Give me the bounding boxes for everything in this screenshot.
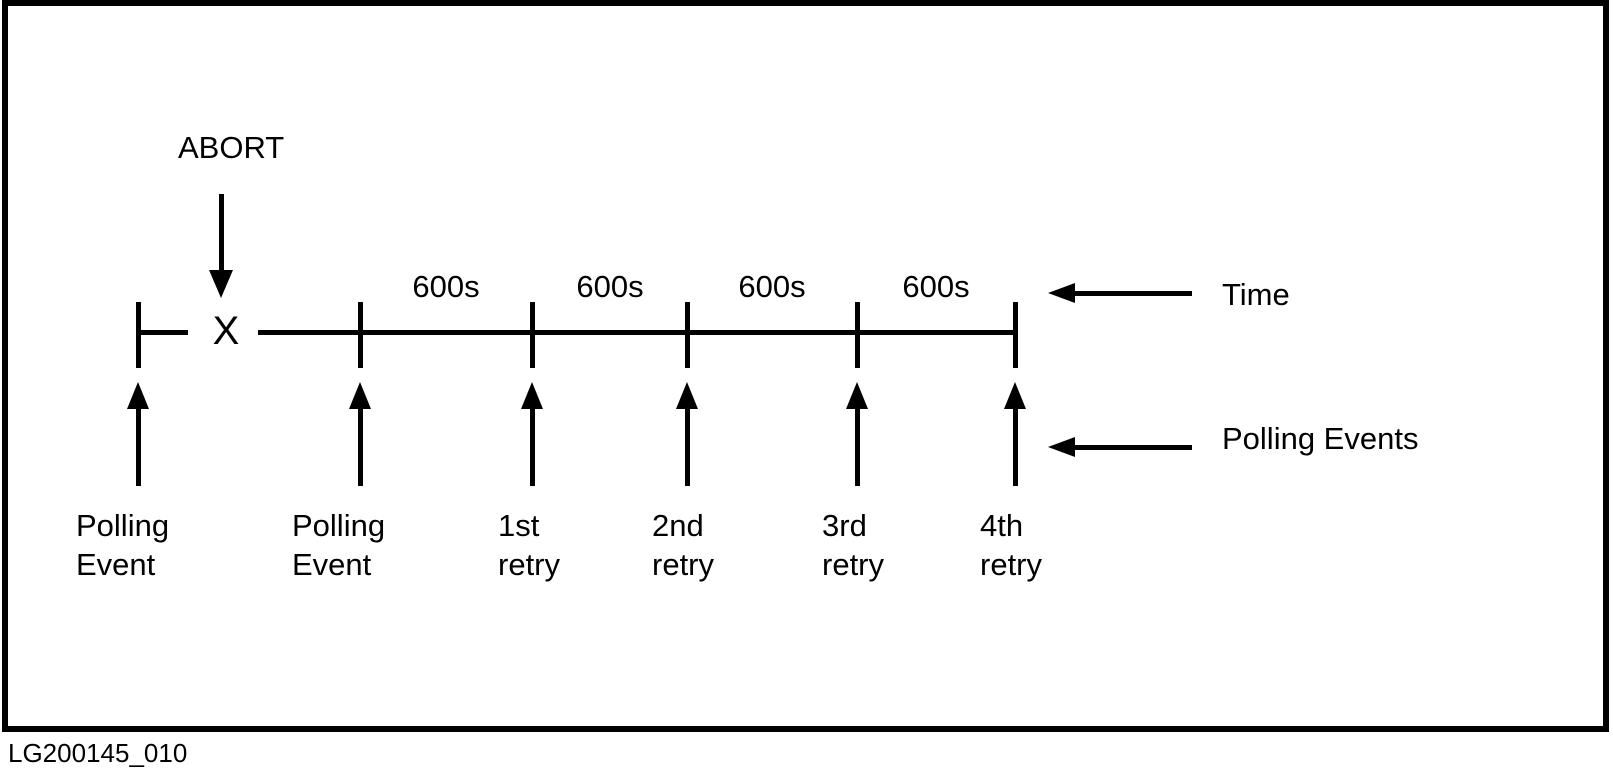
event-label-line2: retry bbox=[498, 547, 560, 582]
timeline-break-symbol: X bbox=[212, 309, 240, 353]
event-arrow-head-icon bbox=[676, 382, 698, 409]
event-label-line2: Event bbox=[76, 547, 156, 582]
event-label-line1: 3rd bbox=[822, 508, 867, 543]
event-label-line2: Event bbox=[292, 547, 372, 582]
timeline-tick bbox=[855, 302, 860, 368]
polling-events-arrow-shaft bbox=[1070, 445, 1192, 450]
event-label: 3rd retry bbox=[822, 506, 884, 584]
event-label-line1: 4th bbox=[980, 508, 1024, 543]
event-label-line1: 1st bbox=[498, 508, 540, 543]
polling-events-arrow-head-icon bbox=[1048, 437, 1075, 457]
diagram-border bbox=[2, 0, 1609, 732]
abort-arrow-shaft bbox=[219, 194, 224, 272]
interval-label: 600s bbox=[738, 269, 806, 304]
timeline-tick bbox=[1013, 302, 1018, 368]
event-arrow-head-icon bbox=[1004, 382, 1026, 409]
event-arrow-shaft bbox=[685, 406, 690, 486]
figure-caption: LG200145_010 bbox=[8, 738, 188, 768]
timeline-segment-left bbox=[138, 330, 188, 335]
timeline-tick bbox=[685, 302, 690, 368]
event-label-line1: Polling bbox=[292, 508, 386, 543]
time-arrow-shaft bbox=[1070, 291, 1192, 296]
event-label-line2: retry bbox=[822, 547, 884, 582]
timeline-tick bbox=[136, 302, 141, 368]
time-legend-label: Time bbox=[1222, 277, 1290, 312]
polling-events-legend-label: Polling Events bbox=[1222, 421, 1419, 456]
event-arrow-shaft bbox=[855, 406, 860, 486]
time-arrow-head-icon bbox=[1048, 283, 1075, 303]
event-label-line1: Polling bbox=[76, 508, 170, 543]
event-arrow-shaft bbox=[1013, 406, 1018, 486]
event-arrow-head-icon bbox=[846, 382, 868, 409]
timeline-segment-main bbox=[258, 330, 1015, 335]
event-label: 4th retry bbox=[980, 506, 1042, 584]
event-label: Polling Event bbox=[76, 506, 169, 584]
interval-label: 600s bbox=[902, 269, 970, 304]
abort-arrow-head-icon bbox=[209, 270, 233, 298]
event-label-line2: retry bbox=[652, 547, 714, 582]
event-label-line2: retry bbox=[980, 547, 1042, 582]
interval-label: 600s bbox=[412, 269, 480, 304]
timeline-tick bbox=[530, 302, 535, 368]
event-label: 2nd retry bbox=[652, 506, 714, 584]
event-arrow-head-icon bbox=[127, 382, 149, 409]
event-arrow-shaft bbox=[358, 406, 363, 486]
abort-label: ABORT bbox=[178, 130, 285, 165]
event-arrow-head-icon bbox=[521, 382, 543, 409]
event-label: 1st retry bbox=[498, 506, 560, 584]
event-arrow-shaft bbox=[136, 406, 141, 486]
timeline-tick bbox=[358, 302, 363, 368]
interval-label: 600s bbox=[576, 269, 644, 304]
event-label-line1: 2nd bbox=[652, 508, 704, 543]
event-label: Polling Event bbox=[292, 506, 385, 584]
event-arrow-head-icon bbox=[349, 382, 371, 409]
event-arrow-shaft bbox=[530, 406, 535, 486]
